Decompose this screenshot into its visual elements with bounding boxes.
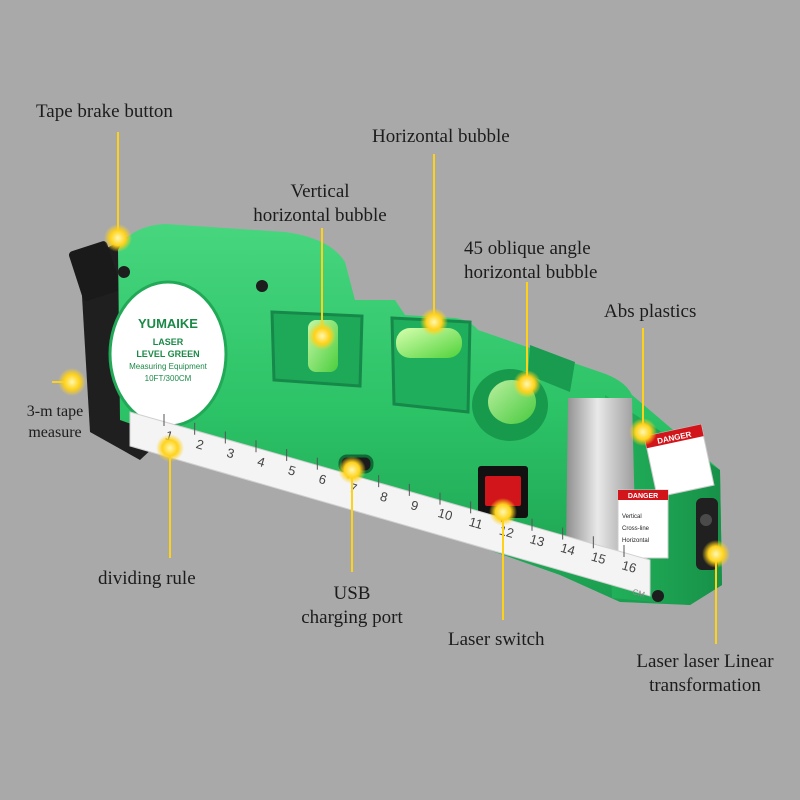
ruler-tick-label: 13	[528, 531, 546, 549]
ruler-tick-label: 8	[378, 489, 389, 505]
callout-tape-brake: Tape brake button	[36, 101, 173, 122]
callout-laser-switch: Laser switch	[448, 629, 545, 650]
callout-tape-measure-2: measure	[28, 424, 82, 441]
panel-row-horizontal: Horizontal	[622, 538, 649, 544]
horizontal-bubble-vial	[396, 328, 462, 358]
tape-brake-button[interactable]	[68, 240, 122, 302]
ruler-unit: CM	[631, 587, 646, 599]
callout-oblique-1: 45 oblique angle	[464, 238, 591, 259]
badge-line3: Measuring Equipment	[129, 362, 208, 371]
callout-dots	[58, 224, 730, 568]
screw	[118, 266, 130, 278]
screw	[256, 280, 268, 292]
screw	[652, 590, 664, 602]
panel-title: DANGER	[628, 493, 658, 500]
callout-usb-2: charging port	[301, 607, 403, 628]
ruler-tick-label: 11	[467, 514, 484, 532]
callout-dividing-rule: dividing rule	[98, 568, 196, 589]
slot-opening	[528, 345, 575, 392]
badge-brand-text: YUMAIKE	[138, 316, 198, 331]
ruler-tick-label: 5	[286, 462, 297, 478]
dividing-rule	[129, 411, 651, 597]
ruler-tick-label: 4	[256, 454, 267, 470]
callout-tape-measure-1: 3-m tape	[26, 403, 84, 420]
badge-line2: LEVEL GREEN	[136, 349, 199, 359]
laser-lens	[700, 514, 712, 526]
badge-line1: LASER	[153, 337, 184, 347]
callout-horizontal-bubble: Horizontal bubble	[372, 126, 510, 147]
ruler-tick-label: 9	[409, 497, 420, 513]
ruler-tick-label: 16	[620, 557, 638, 575]
callout-laser-linear-2: transformation	[649, 675, 761, 696]
ruler-tick-label: 6	[317, 471, 328, 487]
callout-laser-linear-1: Laser laser Linear	[636, 651, 774, 672]
ruler-tick-label: 14	[559, 540, 577, 558]
badge-line4: 10FT/300CM	[145, 374, 192, 383]
ruler-tick-label: 7	[348, 480, 359, 496]
ruler-ticks: 12345678910111213141516	[163, 414, 638, 576]
leader-lines	[52, 132, 717, 644]
ruler-tick-label: 10	[436, 505, 454, 523]
callout-oblique-2: horizontal bubble	[464, 262, 598, 283]
panel-row-vertical: Vertical	[622, 514, 642, 520]
laser-switch-button[interactable]	[485, 476, 521, 506]
ruler-tick-label: 2	[194, 436, 205, 452]
callout-usb-1: USB	[333, 583, 371, 604]
laser-mode-panel	[617, 489, 669, 559]
callout-vertical-bubble-2: horizontal bubble	[253, 205, 387, 226]
callout-vertical-bubble-1: Vertical	[290, 181, 350, 202]
ruler-tick-label: 15	[590, 549, 608, 567]
ruler-tick-label: 3	[225, 445, 236, 461]
callout-abs-plastics: Abs plastics	[604, 301, 697, 322]
panel-row-cross: Cross-line	[622, 526, 650, 532]
